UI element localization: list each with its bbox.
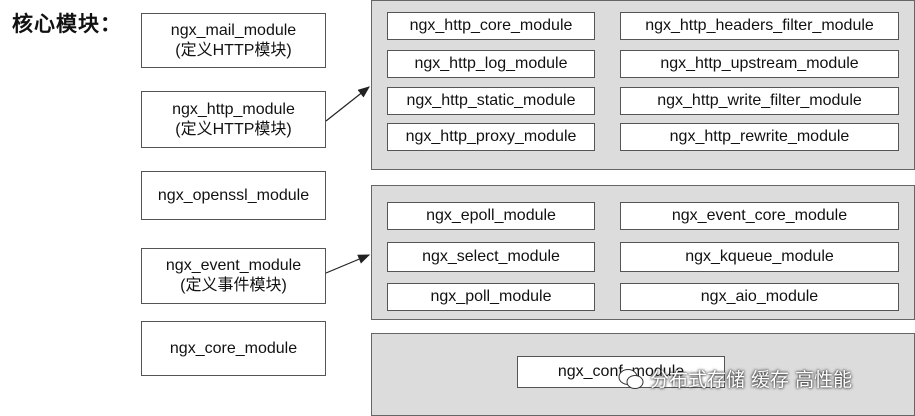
event-module-box: ngx_event_module (定义事件模块) [141,248,326,304]
openssl-module-box: ngx_openssl_module [141,171,326,220]
core-modules-panel: ngx_conf_module [371,333,915,416]
watermark: 分布式存储 缓存 高性能 [618,365,852,392]
watermark-text: 分布式存储 缓存 高性能 [650,369,853,391]
http-static-module: ngx_http_static_module [387,87,595,115]
openssl-module-name: ngx_openssl_module [157,186,310,204]
http-module-box: ngx_http_module (定义HTTP模块) [141,91,326,148]
diagram-title: 核心模块： [12,12,122,36]
event-arrow [325,254,371,274]
event-core-module: ngx_event_core_module [620,202,899,230]
http-log-module: ngx_http_log_module [387,50,595,78]
http-upstream-module: ngx_http_upstream_module [620,50,899,78]
http-rewrite-module: ngx_http_rewrite_module [620,123,899,151]
http-proxy-module: ngx_http_proxy_module [387,123,595,151]
http-core-module: ngx_http_core_module [387,12,595,40]
http-headers-filter-module: ngx_http_headers_filter_module [620,12,899,40]
core-module-box: ngx_core_module [141,321,326,376]
http-write-filter-module: ngx_http_write_filter_module [620,87,899,115]
aio-module: ngx_aio_module [620,283,899,311]
event-modules-panel: ngx_epoll_module ngx_select_module ngx_p… [371,185,915,320]
poll-module: ngx_poll_module [387,283,595,311]
http-arrow [325,86,370,122]
event-module-name: ngx_event_module [165,257,302,274]
mail-module-name: ngx_mail_module [170,21,297,39]
mail-module-box: ngx_mail_module (定义HTTP模块) [141,13,326,68]
kqueue-module: ngx_kqueue_module [620,242,899,272]
http-module-name: ngx_http_module [172,100,295,118]
http-module-note: (定义HTTP模块) [175,120,292,138]
core-module-name: ngx_core_module [169,339,298,357]
select-module: ngx_select_module [387,242,595,272]
wechat-icon [618,368,644,389]
event-module-note: (定义事件模块) [180,277,287,294]
mail-module-note: (定义HTTP模块) [175,41,292,59]
http-modules-panel: ngx_http_core_module ngx_http_log_module… [371,0,915,170]
epoll-module: ngx_epoll_module [387,202,595,230]
